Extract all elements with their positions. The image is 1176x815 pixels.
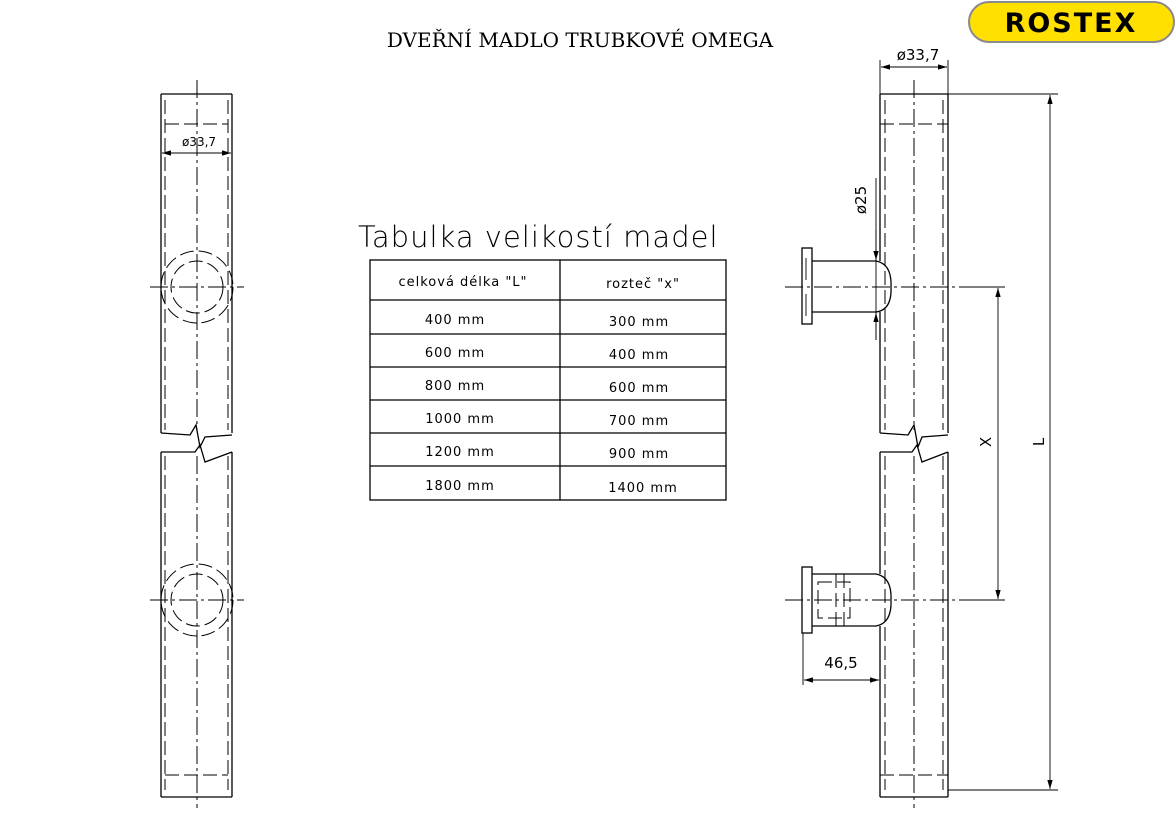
svg-text:1800 mm: 1800 mm: [425, 479, 495, 494]
svg-text:300 mm: 300 mm: [609, 315, 669, 330]
table-row: 400 mm 300 mm: [425, 313, 669, 330]
rostex-logo: ROSTEX: [968, 1, 1175, 43]
table-title: Tabulka velikostí madel: [358, 220, 719, 254]
stud-length-label: 46,5: [824, 654, 857, 672]
front-diameter-label: ø33,7: [182, 135, 216, 149]
svg-text:400 mm: 400 mm: [425, 313, 485, 328]
svg-text:900 mm: 900 mm: [609, 447, 669, 462]
table-row: 600 mm 400 mm: [425, 346, 669, 363]
svg-text:1000 mm: 1000 mm: [425, 412, 495, 427]
svg-text:600 mm: 600 mm: [425, 346, 485, 361]
svg-text:700 mm: 700 mm: [609, 414, 669, 429]
stud-diameter-label: ø25: [852, 186, 870, 214]
table-row: 1800 mm 1400 mm: [425, 479, 678, 496]
drawing-title: DVEŘNÍ MADLO TRUBKOVÉ OMEGA: [387, 28, 774, 52]
table-header-length: celková délka "L": [398, 275, 527, 290]
side-diameter-label: ø33,7: [897, 46, 940, 64]
table-header-spacing: rozteč "x": [606, 277, 680, 292]
size-table: Tabulka velikostí madel celková délka "L…: [358, 220, 727, 501]
spacing-label: X: [977, 437, 995, 447]
svg-text:1200 mm: 1200 mm: [425, 445, 495, 460]
svg-text:800 mm: 800 mm: [425, 379, 485, 394]
table-row: 1000 mm 700 mm: [425, 412, 669, 429]
side-view: ø33,7 ø25 L X 46,5: [785, 46, 1058, 808]
svg-text:ROSTEX: ROSTEX: [1005, 8, 1138, 39]
length-label: L: [1030, 437, 1048, 446]
svg-text:1400 mm: 1400 mm: [608, 481, 678, 496]
front-view: ø33,7: [150, 80, 244, 808]
table-row: 1200 mm 900 mm: [425, 445, 669, 462]
svg-text:600 mm: 600 mm: [609, 381, 669, 396]
svg-text:400 mm: 400 mm: [609, 348, 669, 363]
table-row: 800 mm 600 mm: [425, 379, 669, 396]
